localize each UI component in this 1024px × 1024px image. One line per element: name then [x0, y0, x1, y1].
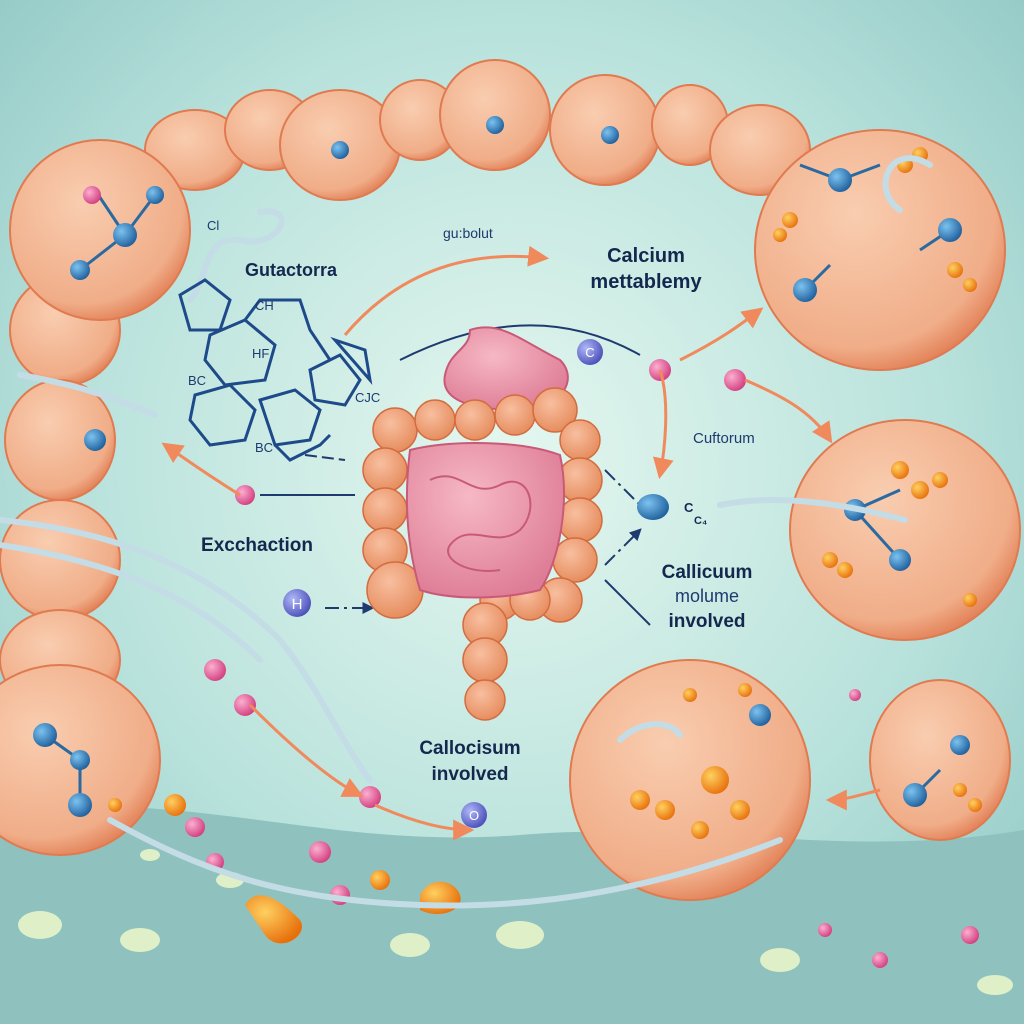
label-calcium-metabolism-2: mettablemy	[590, 271, 702, 293]
flow-arrows	[161, 245, 881, 841]
svg-text:O: O	[469, 808, 479, 823]
chem-label-c2: C₄	[694, 515, 707, 527]
label-calcium-volume-3: involved	[668, 611, 745, 632]
chem-label-cjc: CJC	[355, 390, 380, 405]
ion-top: C	[577, 339, 603, 365]
label-excretion: Excchaction	[201, 535, 313, 556]
svg-text:H: H	[292, 596, 303, 613]
orange-atoms	[108, 147, 982, 890]
label-gut-about: gu:bolut	[443, 225, 493, 241]
label-callocisum-1: Callocisum	[419, 738, 520, 759]
chemical-structure	[178, 278, 373, 462]
label-cultorum: Cuftorum	[693, 430, 755, 447]
small-intestine	[406, 442, 565, 599]
sediment-clumps	[18, 849, 1013, 995]
chem-label-bc-bottom: BC	[255, 440, 273, 455]
ion-h: H	[283, 589, 311, 617]
svg-text:C: C	[585, 345, 594, 360]
orange-dumbbell	[245, 895, 302, 944]
label-callocisum-2: involved	[431, 764, 508, 785]
large-intestine	[362, 387, 603, 721]
calcium-ion-blue	[637, 494, 669, 520]
chem-label-c1: C	[684, 500, 694, 515]
label-calcium-volume-1: Callicuum	[662, 562, 753, 583]
chem-label-ch: CH	[255, 298, 274, 313]
blue-atoms	[33, 116, 970, 817]
chem-label-bc-left: BC	[188, 373, 206, 388]
ion-o: O	[461, 802, 487, 828]
chem-label-hf: HF	[252, 346, 269, 361]
label-gut-microbiota: Gutactorra	[245, 260, 338, 280]
digestive-system	[362, 326, 603, 721]
protein-fibers	[0, 155, 933, 909]
label-calcium-metabolism-1: Calcium	[607, 245, 685, 267]
label-calcium-volume-2: molume	[675, 586, 739, 606]
cell-chain	[0, 59, 1021, 901]
blue-lines	[260, 324, 651, 626]
chem-label-cl: Cl	[207, 218, 219, 233]
